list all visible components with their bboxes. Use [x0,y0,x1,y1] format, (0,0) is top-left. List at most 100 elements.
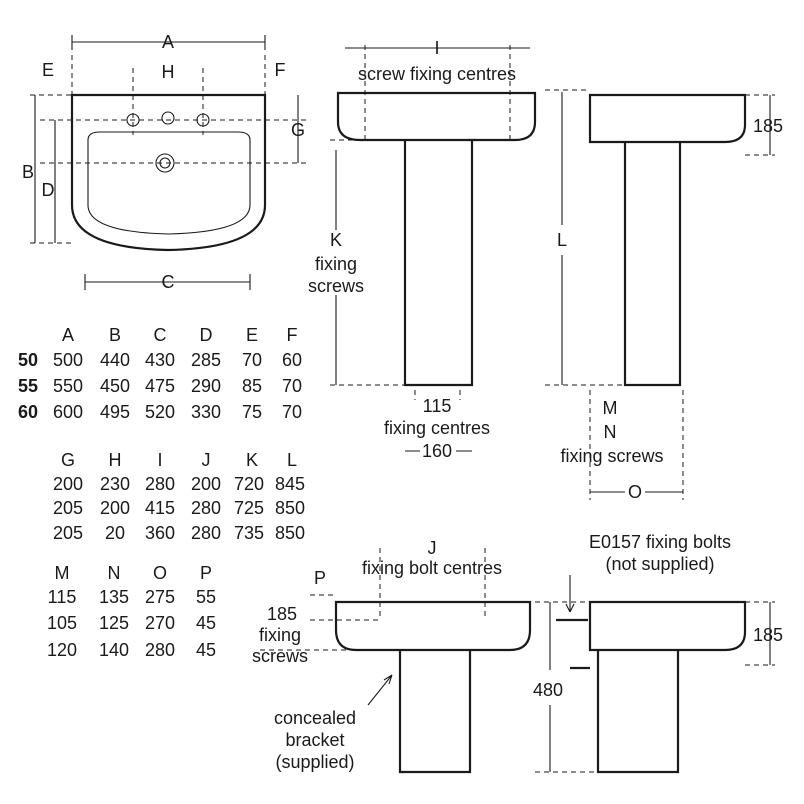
table-cell: 280 [191,523,221,543]
size-label: 55 [18,376,38,396]
table-cell: 285 [191,350,221,370]
screws-height: 185 [267,604,297,624]
table-cell: 415 [145,498,175,518]
dimension-table-2: G H I J K L 200 230 280 200 720 845 205 … [53,450,305,543]
bowl-outline [87,131,251,235]
table-header: N [108,563,121,583]
dim-N: N [604,422,617,442]
plan-view: A E H F G B D C [22,32,310,292]
table-cell: 850 [275,523,305,543]
dim-C: C [162,272,175,292]
table-header: M [55,563,70,583]
dim-M: M [603,398,618,418]
semi-pedestal-side-view: E0157 fixing bolts (not supplied) 185 48… [533,532,783,774]
pedestal-front [403,140,474,387]
table-cell: 20 [105,523,125,543]
table-cell: 495 [100,402,130,422]
table-header: O [153,563,167,583]
table-cell: 200 [100,498,130,518]
size-label: 60 [18,402,38,422]
dim-K-caption: screws [308,276,364,296]
bolts-caption: (not supplied) [605,554,714,574]
table-cell: 600 [53,402,83,422]
table-header: A [62,325,74,345]
table-header: D [200,325,213,345]
fixing-centres-label: fixing centres [384,418,490,438]
basin-outline [70,93,267,252]
table-cell: 205 [53,523,83,543]
table-header: P [200,563,212,583]
table-cell: 270 [145,613,175,633]
table-cell: 60 [282,350,302,370]
table-cell: 200 [53,474,83,494]
table-header: H [109,450,122,470]
dimension-table-1: A B C D E F 50 500 440 430 285 70 60 55 … [18,325,302,422]
fixing-centres-value: 115 [423,396,452,416]
table-cell: 735 [234,523,264,543]
table-header: I [157,450,162,470]
table-cell: 725 [234,498,264,518]
table-header: K [246,450,258,470]
bolts-caption: E0157 fixing bolts [589,532,731,552]
table-header: J [202,450,211,470]
table-cell: 70 [282,402,302,422]
table-cell: 275 [145,587,175,607]
side-height: 185 [753,116,783,136]
dim-O: O [628,482,642,502]
table-cell: 115 [48,587,77,607]
dim-E: E [42,60,54,80]
table-header: C [154,325,167,345]
table-cell: 430 [145,350,175,370]
table-cell: 290 [191,376,221,396]
dim-K: K [330,230,342,250]
table-header: G [61,450,75,470]
bracket-caption: bracket [285,730,344,750]
semi-pedestal-side [596,650,680,774]
table-cell: 500 [53,350,83,370]
table-cell: 70 [242,350,262,370]
side-pedestal-view: 185 L M N fixing screws O [545,89,783,502]
table-header: B [109,325,121,345]
bracket-caption: (supplied) [275,752,354,772]
table-cell: 70 [282,376,302,396]
waste-hole [155,153,175,173]
table-cell: 280 [145,474,175,494]
screws-caption: fixing [259,625,301,645]
table-row: 115 135 275 55 [48,587,216,607]
table-row: 55 550 450 475 290 85 70 [18,376,302,396]
table-cell: 475 [145,376,175,396]
dim-J-caption: fixing bolt centres [362,558,502,578]
dim-J: J [428,538,437,558]
table-header: F [287,325,298,345]
overall-height: 480 [533,680,563,700]
dim-B: B [22,162,34,182]
pedestal-side [623,142,682,387]
dim-D: D [42,180,55,200]
table-cell: 105 [47,613,77,633]
table-cell: 850 [275,498,305,518]
basin-semi-front [334,600,532,652]
table-cell: 75 [242,402,262,422]
table-cell: 125 [99,613,129,633]
table-cell: 55 [196,587,216,607]
table-row: 200 230 280 200 720 845 [53,474,305,494]
table-row: 60 600 495 520 330 75 70 [18,402,302,422]
basin-semi-side [588,600,747,652]
dim-K-caption: fixing [315,254,357,274]
table-header: L [287,450,297,470]
dim-L: L [557,230,567,250]
table-header: E [246,325,258,345]
table-row: 120 140 280 45 [47,640,216,660]
table-cell: 230 [100,474,130,494]
table-cell: 280 [191,498,221,518]
table-cell: 120 [47,640,77,660]
tap-hole [161,111,175,125]
dim-F: F [275,60,286,80]
table-row: 205 20 360 280 735 850 [53,523,305,543]
fixing-bolt-icon [556,618,590,670]
table-cell: 720 [234,474,264,494]
table-cell: 85 [242,376,262,396]
table-cell: 845 [275,474,305,494]
table-cell: 360 [145,523,175,543]
